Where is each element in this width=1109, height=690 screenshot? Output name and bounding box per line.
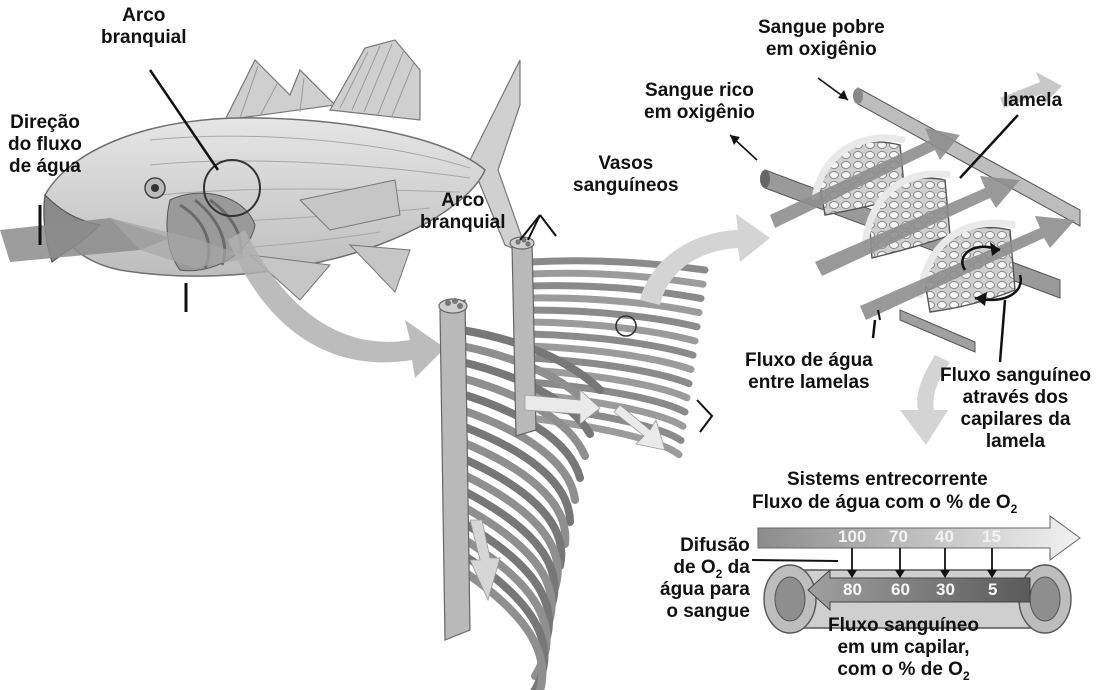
label-line: em oxigênio [758, 39, 885, 61]
label-line: Arco [420, 190, 506, 212]
label-fluxo-agua-lamelas: Fluxo de água entre lamelas [745, 350, 873, 394]
label-line: entre lamelas [745, 372, 873, 394]
label-fluxo-capilar: Fluxo sanguíneo em um capilar, com o % d… [828, 615, 979, 681]
label-fluxo-agua-o2: Fluxo de água com o % de O2 [752, 492, 1017, 514]
label-sangue-rico: Sangue rico em oxigênio [644, 80, 755, 124]
lamellae-illustration [730, 72, 1080, 362]
label-line: capilares da [940, 409, 1091, 431]
label-sistema-title: Sistems entrecorrente [787, 469, 988, 491]
label-line: Direção [8, 112, 82, 134]
label-line: através dos [940, 387, 1091, 409]
water-value: 70 [889, 527, 908, 547]
label-text: Fluxo de água com o % de O [752, 492, 1011, 513]
label-line: Vasos [573, 153, 679, 175]
label-arco-branquial-fish: Arco branquial [101, 5, 187, 49]
blood-value: 5 [988, 580, 997, 600]
label-line: Fluxo de água [745, 350, 873, 372]
label-text: com o % de O [837, 659, 963, 680]
label-text: de O [673, 557, 715, 578]
label-line: lamela [1003, 90, 1062, 112]
blood-value: 30 [936, 580, 955, 600]
label-line: Sangue rico [644, 80, 755, 102]
label-line: branquial [420, 212, 506, 234]
label-direcao-fluxo-agua: Direção do fluxo de água [8, 112, 82, 178]
label-line: em um capilar, [828, 637, 979, 659]
label-arco-branquial-gill: Arco branquial [420, 190, 506, 234]
blood-value: 60 [891, 580, 910, 600]
water-value: 100 [838, 527, 866, 547]
subscript: 2 [1011, 502, 1018, 516]
label-line: Sangue pobre [758, 17, 885, 39]
label-line: Fluxo sanguíneo [828, 615, 979, 637]
label-fluxo-sanguineo-capilares: Fluxo sanguíneo através dos capilares da… [940, 365, 1091, 453]
subscript: 2 [963, 669, 970, 683]
label-line: Sistems entrecorrente [787, 469, 988, 491]
label-lamela: lamela [1003, 90, 1062, 112]
label-line: o sangue [660, 601, 750, 623]
water-flow-arrow [758, 516, 1080, 560]
label-vasos-sanguineos: Vasos sanguíneos [573, 153, 679, 197]
blood-value: 80 [843, 580, 862, 600]
water-value: 40 [935, 527, 954, 547]
label-line: do fluxo [8, 134, 82, 156]
label-line: de água [8, 156, 82, 178]
label-line: Arco [101, 5, 187, 27]
label-line: branquial [101, 27, 187, 49]
label-text: da [722, 557, 749, 578]
water-value: 15 [982, 527, 1001, 547]
label-line: sanguíneos [573, 175, 679, 197]
label-sangue-pobre: Sangue pobre em oxigênio [758, 17, 885, 61]
label-line: água para [660, 579, 750, 601]
label-line: lamela [940, 431, 1091, 453]
zoom-arrow-gill-to-lamellae [640, 214, 770, 305]
label-line: Fluxo sanguíneo [940, 365, 1091, 387]
label-difusao-o2: Difusão de O2 da água para o sangue [660, 535, 750, 623]
label-line: Difusão [660, 535, 750, 557]
label-line: em oxigênio [644, 102, 755, 124]
